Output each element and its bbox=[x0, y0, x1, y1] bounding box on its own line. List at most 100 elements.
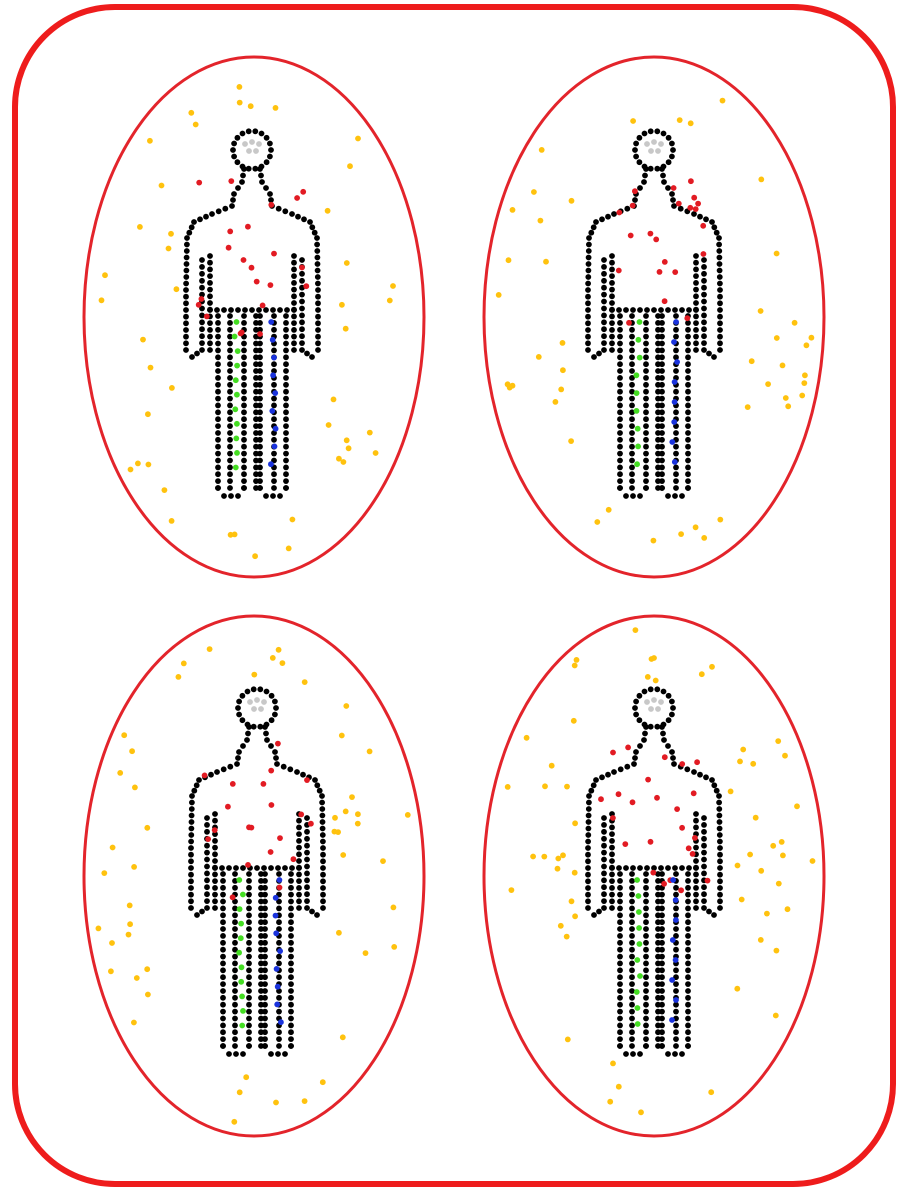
outline-dot bbox=[258, 173, 264, 179]
ambient-dot bbox=[131, 1020, 137, 1026]
ambient-dot bbox=[606, 507, 612, 513]
torso-dot bbox=[277, 885, 283, 891]
outline-dot bbox=[659, 368, 665, 374]
torso-dot bbox=[684, 315, 690, 321]
ambient-dot bbox=[121, 732, 127, 738]
outline-dot bbox=[659, 465, 665, 471]
ambient-dot bbox=[131, 864, 137, 870]
outline-dot bbox=[716, 248, 722, 254]
outline-dot bbox=[585, 892, 591, 898]
torso-dot bbox=[654, 795, 660, 801]
head-dot bbox=[258, 706, 264, 712]
outline-dot bbox=[609, 307, 615, 313]
torso-dot bbox=[628, 233, 634, 239]
ambient-dot bbox=[524, 735, 530, 741]
outline-dot bbox=[227, 354, 233, 360]
outline-dot bbox=[644, 865, 650, 871]
ambient-dot bbox=[140, 337, 146, 343]
ambient-dot bbox=[775, 738, 781, 744]
ambient-dot bbox=[616, 1084, 622, 1090]
outline-dot bbox=[591, 782, 597, 788]
right-leg-dot bbox=[268, 461, 274, 467]
outline-dot bbox=[665, 307, 671, 313]
outline-dot bbox=[672, 493, 678, 499]
left-leg-dot bbox=[237, 906, 243, 912]
outline-dot bbox=[315, 274, 321, 280]
left-leg-dot bbox=[234, 392, 240, 398]
ambient-dot bbox=[747, 852, 753, 858]
outline-dot bbox=[711, 912, 717, 918]
outline-dot bbox=[585, 905, 591, 911]
outline-dot bbox=[288, 1029, 294, 1035]
outline-dot bbox=[629, 471, 635, 477]
outline-dot bbox=[296, 905, 302, 911]
outline-dot bbox=[659, 1036, 665, 1042]
outline-dot bbox=[299, 271, 305, 277]
outline-dot bbox=[672, 307, 678, 313]
left-leg-dot bbox=[637, 941, 643, 947]
outline-dot bbox=[288, 974, 294, 980]
outline-dot bbox=[315, 334, 321, 340]
outline-dot bbox=[665, 185, 671, 191]
outline-dot bbox=[585, 347, 591, 353]
outline-dot bbox=[204, 891, 210, 897]
ambient-dot bbox=[558, 923, 564, 929]
outline-dot bbox=[601, 333, 607, 339]
outline-dot bbox=[659, 471, 665, 477]
outline-dot bbox=[315, 307, 321, 313]
outline-dot bbox=[617, 885, 623, 891]
outline-dot bbox=[288, 871, 294, 877]
outline-dot bbox=[212, 838, 218, 844]
left-leg-dot bbox=[635, 1005, 641, 1011]
outline-dot bbox=[271, 471, 277, 477]
ambient-dot bbox=[280, 660, 286, 666]
outline-dot bbox=[277, 493, 283, 499]
outline-dot bbox=[291, 327, 297, 333]
outline-dot bbox=[643, 995, 649, 1001]
outline-dot bbox=[188, 892, 194, 898]
outline-dot bbox=[685, 1036, 691, 1042]
outline-dot bbox=[685, 1016, 691, 1022]
torso-dot bbox=[674, 806, 680, 812]
outline-dot bbox=[654, 686, 660, 692]
outline-dot bbox=[659, 1023, 665, 1029]
outline-dot bbox=[717, 274, 723, 280]
ambient-dot bbox=[530, 854, 536, 860]
outline-dot bbox=[246, 892, 252, 898]
outline-dot bbox=[227, 478, 233, 484]
outline-dot bbox=[669, 749, 675, 755]
outline-dot bbox=[199, 326, 205, 332]
outline-dot bbox=[673, 1036, 679, 1042]
outline-dot bbox=[659, 437, 665, 443]
ambient-dot bbox=[764, 911, 770, 917]
torso-dot bbox=[692, 835, 698, 841]
outline-dot bbox=[637, 1051, 643, 1057]
outline-dot bbox=[232, 940, 238, 946]
outline-dot bbox=[262, 981, 268, 987]
outline-dot bbox=[643, 724, 649, 730]
outline-dot bbox=[601, 843, 607, 849]
outline-dot bbox=[659, 1009, 665, 1015]
outline-dot bbox=[629, 871, 635, 877]
outline-dot bbox=[276, 906, 282, 912]
outline-dot bbox=[183, 340, 189, 346]
outline-dot bbox=[227, 382, 233, 388]
outline-dot bbox=[294, 769, 300, 775]
outline-dot bbox=[629, 967, 635, 973]
outline-dot bbox=[236, 712, 242, 718]
outline-dot bbox=[220, 919, 226, 925]
outline-dot bbox=[716, 242, 722, 248]
outline-dot bbox=[220, 871, 226, 877]
outline-dot bbox=[212, 865, 218, 871]
right-leg-dot bbox=[672, 379, 678, 385]
ambient-dot bbox=[129, 748, 135, 754]
outline-dot bbox=[643, 437, 649, 443]
ambient-dot bbox=[745, 404, 751, 410]
left-leg-dot bbox=[634, 957, 640, 963]
outline-dot bbox=[679, 1051, 685, 1057]
outline-dot bbox=[257, 361, 263, 367]
outline-dot bbox=[585, 300, 591, 306]
outline-dot bbox=[617, 988, 623, 994]
right-leg-dot bbox=[674, 359, 680, 365]
outline-dot bbox=[207, 280, 213, 286]
